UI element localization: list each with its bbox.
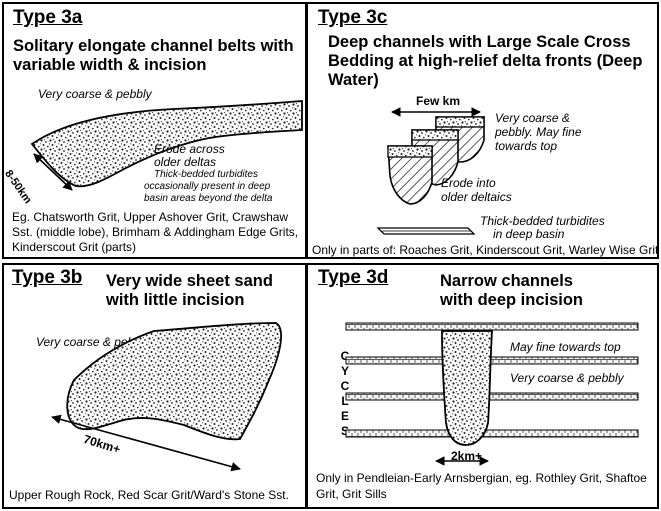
panel-tag: Type 3d bbox=[318, 267, 389, 288]
label-erode-2: older deltas bbox=[154, 155, 217, 169]
scale-label-few-km: Few km bbox=[416, 94, 461, 108]
examples-line-1: Eg. Chatsworth Grit, Upper Ashover Grit,… bbox=[12, 210, 289, 224]
panel-type-3b: Type 3b Very wide sheet sand with little… bbox=[2, 263, 307, 509]
label-turbidites-3: basin areas beyond the delta bbox=[144, 193, 273, 204]
label-very-coarse-1: Very coarse & bbox=[495, 111, 570, 125]
cycles-letter: C bbox=[340, 349, 350, 363]
panel-heading-line-1: Deep channels with Large Scale Cross bbox=[328, 33, 631, 51]
label-turbidites-1: Thick-bedded turbidites bbox=[480, 214, 605, 228]
panel-heading-line-3: Water) bbox=[328, 71, 379, 89]
sheet-sand-shape bbox=[51, 322, 282, 472]
scale-label-2km: 2km+ bbox=[451, 449, 483, 463]
cycles-letter: C bbox=[340, 379, 350, 393]
label-very-coarse-2: pebbly. May fine bbox=[495, 125, 582, 139]
panel-tag: Type 3c bbox=[318, 7, 388, 28]
examples-line-1: Only in parts of: Roaches Grit, Kindersc… bbox=[312, 243, 659, 257]
cycles-letter: E bbox=[340, 409, 349, 423]
panel-heading-line-2: variable width & incision bbox=[13, 56, 207, 74]
panel-heading-line-2: Bedding at high-relief delta fronts (Dee… bbox=[328, 52, 643, 70]
label-turbidites-2: occasionally present in deep bbox=[144, 181, 271, 192]
panel-heading-line-1: Very wide sheet sand bbox=[106, 272, 273, 290]
label-erode-2: older deltaics bbox=[441, 190, 512, 204]
panel-heading-line-1: Narrow channels bbox=[440, 272, 573, 290]
cycles-label: C Y C L E S bbox=[338, 349, 352, 439]
examples-line-2: Grit, Grit Sills bbox=[316, 487, 387, 501]
cycles-letter: L bbox=[341, 394, 349, 408]
incised-channel-diagram bbox=[345, 322, 639, 466]
label-very-coarse: Very coarse & pebbly bbox=[510, 371, 624, 385]
cycles-letter: Y bbox=[340, 364, 349, 378]
panel-heading-line-1: Solitary elongate channel belts with bbox=[13, 37, 294, 55]
examples-line-3: Kinderscout Grit (parts) bbox=[12, 240, 137, 254]
examples-line-2: Sst. (middle lobe), Brimham & Addingham … bbox=[12, 225, 299, 239]
examples-line-1: Only in Pendleian-Early Arnsbergian, eg.… bbox=[316, 471, 647, 485]
panel-type-3c: Type 3c Deep channels with Large Scale C… bbox=[306, 2, 659, 259]
label-erode-1: Erode into bbox=[441, 176, 496, 190]
label-may-fine: May fine towards top bbox=[510, 340, 621, 354]
channel-belt-shape bbox=[30, 100, 303, 191]
panel-tag: Type 3a bbox=[13, 7, 83, 28]
panel-type-3a: Type 3a Solitary elongate channel belts … bbox=[2, 2, 307, 259]
label-turbidites-2: in deep basin bbox=[493, 227, 565, 241]
panel-heading-line-2: with deep incision bbox=[440, 291, 584, 309]
panel-heading-line-2: with little incision bbox=[106, 291, 245, 309]
panel-tag: Type 3b bbox=[12, 267, 83, 288]
panel-type-3d: Type 3d Narrow channels with deep incisi… bbox=[306, 263, 659, 509]
label-very-coarse-3: towards top bbox=[495, 139, 558, 153]
label-turbidites-1: Thick-bedded turbidites bbox=[154, 169, 258, 180]
cross-bedded-channels bbox=[376, 107, 485, 235]
label-very-coarse: Very coarse & pebbly bbox=[38, 87, 152, 101]
label-erode-1: Erode across bbox=[154, 142, 225, 156]
examples-line-1: Upper Rough Rock, Red Scar Grit/Ward's S… bbox=[9, 488, 289, 502]
cycles-letter: S bbox=[340, 424, 349, 438]
